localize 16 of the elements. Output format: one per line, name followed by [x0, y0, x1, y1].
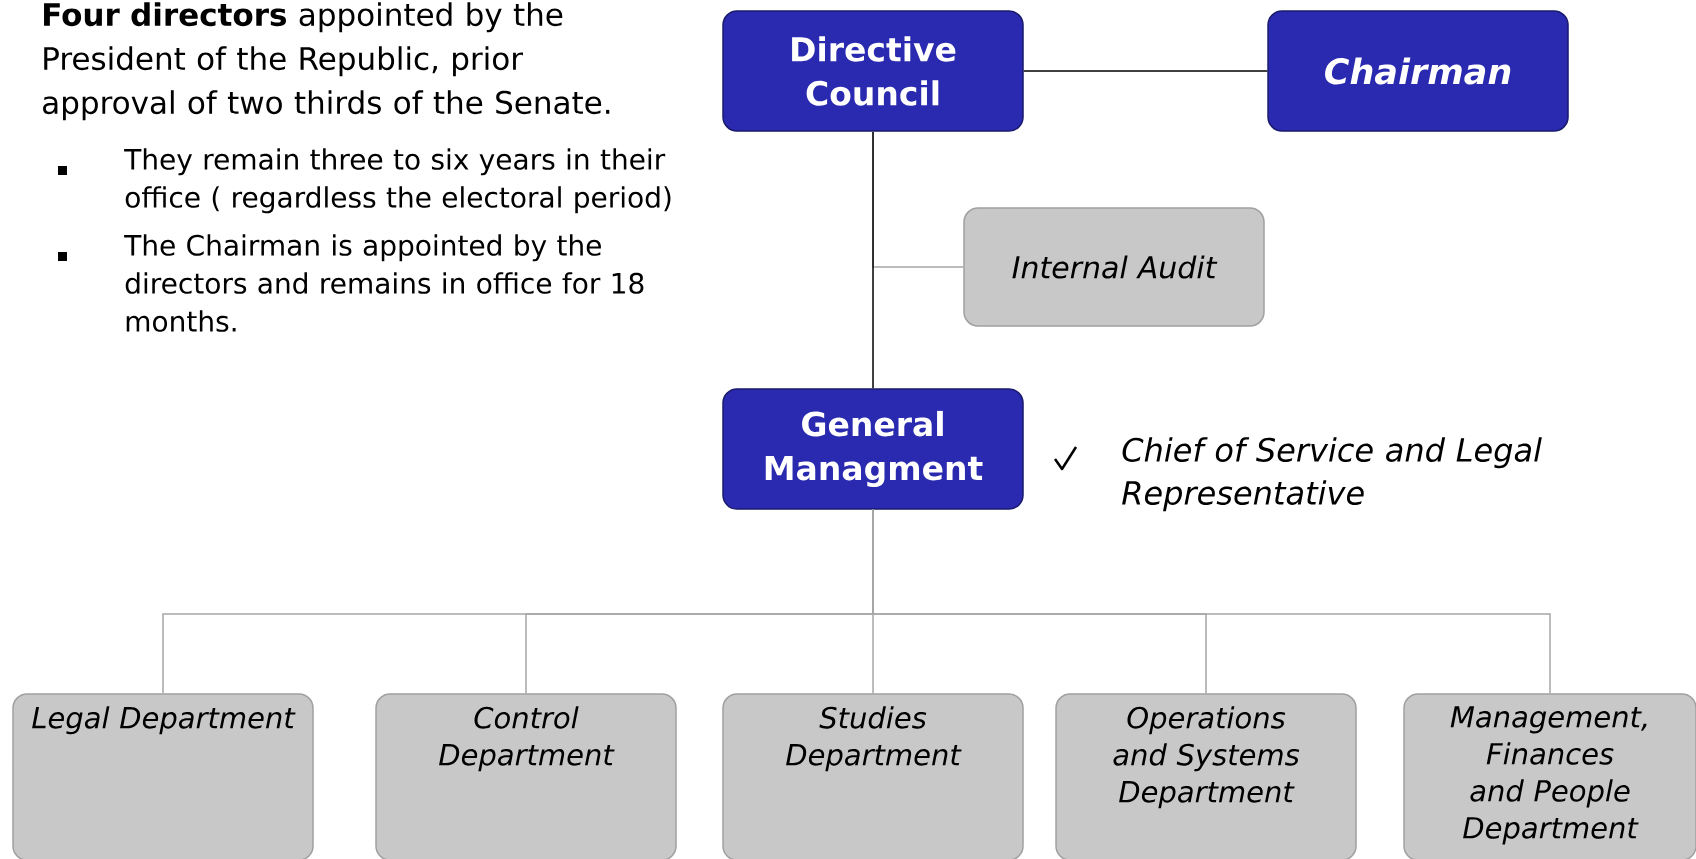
org-box: General Managment — [722, 388, 1024, 510]
connector-line — [872, 131, 874, 389]
org-box: Chairman — [1267, 10, 1569, 132]
bullet-text: The Chairman is appointed by the directors and remains in office for 18 months. — [124, 234, 644, 332]
text-paragraph: Four directors appointed by the President of the Republic, prior approval of two thirds of the Senate. — [43, 2, 610, 121]
department-box: Studies Department — [722, 693, 1024, 859]
department-box: Operations and Systems Department — [1055, 693, 1357, 859]
org-box: Internal Audit — [963, 207, 1265, 327]
connector-line — [872, 509, 1551, 694]
department-box: Legal Department — [12, 693, 314, 859]
connector-line — [1023, 70, 1268, 72]
bullet-text: They remain three to six years in their office ( regardless the electoral period) — [124, 148, 671, 214]
department-box: Control Department — [375, 693, 677, 859]
note-text: Chief of Service and Legal Representative — [1122, 437, 1542, 512]
department-box: Management, Finances and People Department — [1403, 693, 1696, 859]
org-box: Directive Council — [722, 10, 1024, 132]
